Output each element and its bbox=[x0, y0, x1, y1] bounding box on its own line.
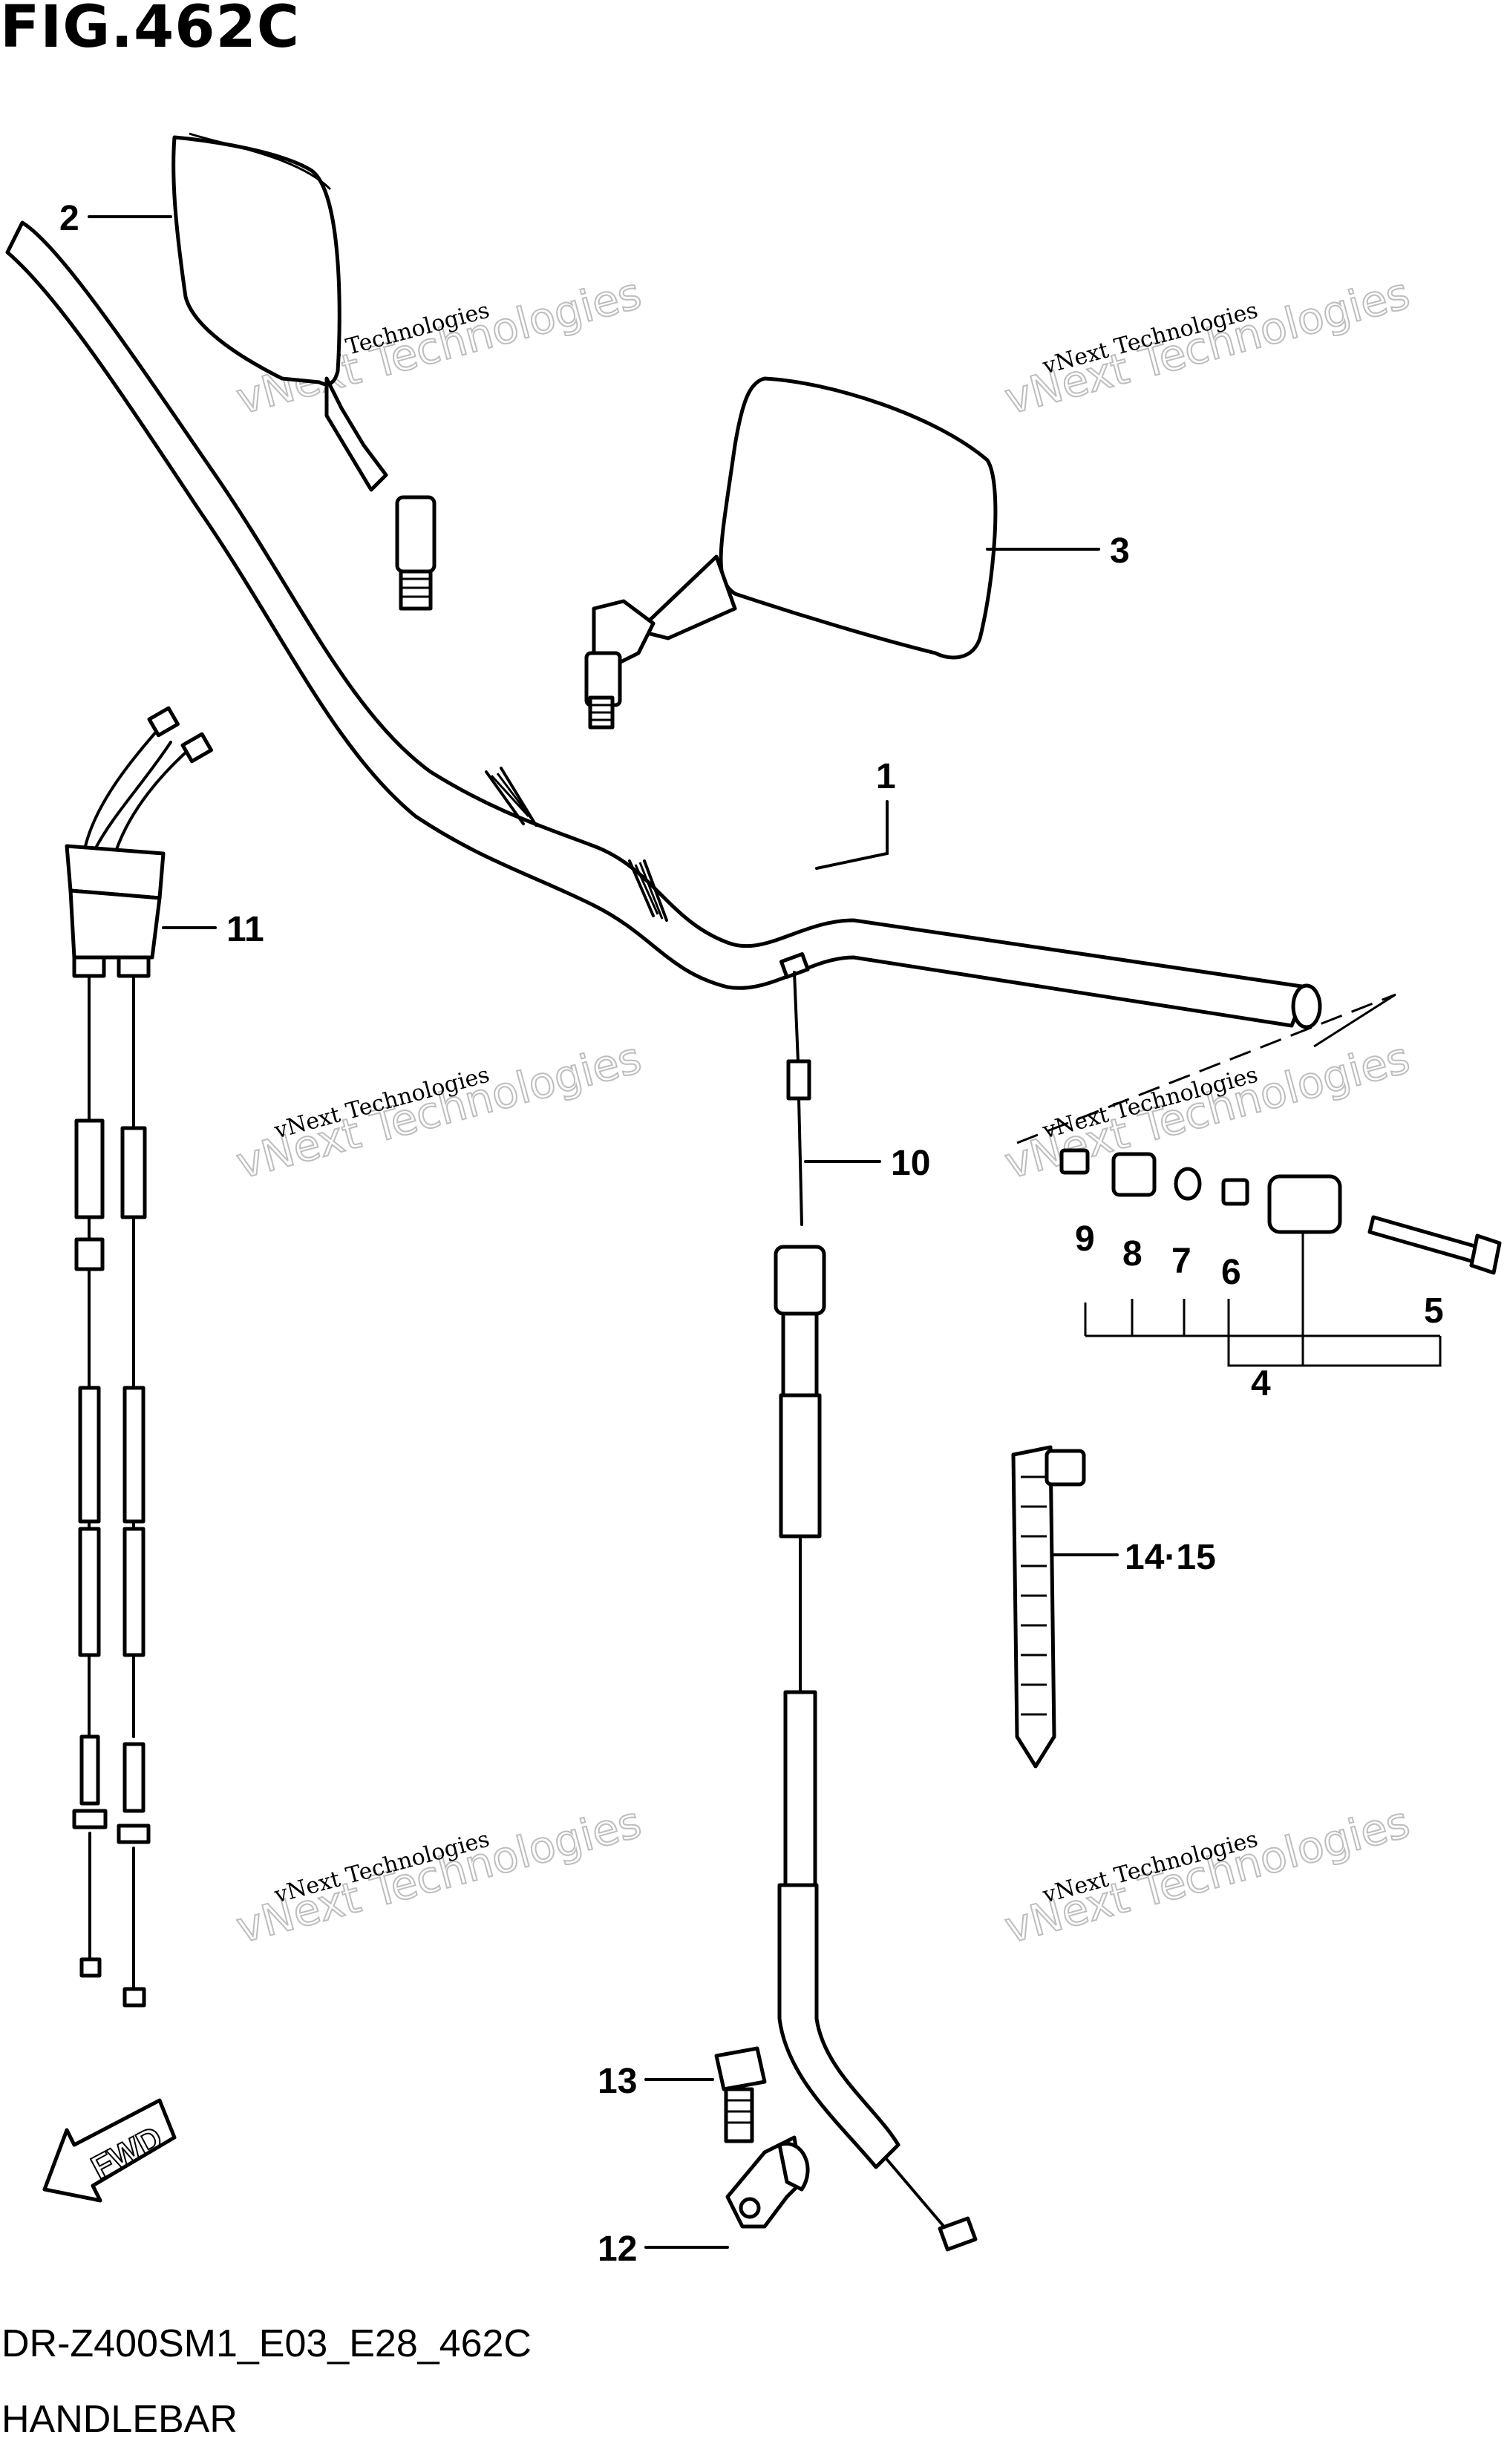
callout-5: 5 bbox=[1424, 1291, 1444, 1331]
watermark: vNext Technologies vNext Technologies bbox=[231, 1032, 647, 1190]
watermark-outline-text: vNext Technologies bbox=[232, 1032, 647, 1189]
cable-tie-part-14-15 bbox=[1011, 1445, 1086, 1769]
collar-part-9 bbox=[1059, 1148, 1090, 1175]
washer-part-7 bbox=[1174, 1167, 1202, 1201]
bolt-part-13 bbox=[714, 2046, 767, 2143]
handlebar-knurl-band bbox=[485, 767, 537, 827]
watermark: vNext Technologies vNext Technologies bbox=[999, 267, 1416, 425]
figure-name: HANDLEBAR bbox=[1, 2398, 238, 2441]
callout-11: 11 bbox=[226, 910, 264, 949]
weight-part-4 bbox=[1267, 1174, 1342, 1234]
callout-1: 1 bbox=[876, 757, 896, 796]
callout-6: 6 bbox=[1221, 1253, 1241, 1292]
bolt-part-5 bbox=[1367, 1215, 1502, 1275]
callout-3: 3 bbox=[1110, 531, 1130, 571]
callout-4: 4 bbox=[1251, 1364, 1271, 1403]
handlebar-part-1 bbox=[5, 220, 1322, 1029]
bar-end-weight-part-4 bbox=[1016, 993, 1502, 1367]
callout-2: 2 bbox=[59, 199, 79, 238]
throttle-cables-part-11 bbox=[65, 706, 213, 2008]
spacer-part-8 bbox=[1111, 1152, 1157, 1197]
watermark-outline-text: vNext Technologies bbox=[1000, 1797, 1415, 1953]
fwd-arrow-icon: FWD bbox=[42, 2098, 177, 2203]
callout-8: 8 bbox=[1122, 1234, 1142, 1274]
leader-lines bbox=[88, 215, 1119, 2249]
cable-guide-part-12 bbox=[725, 2135, 810, 2229]
callout-7: 7 bbox=[1171, 1242, 1191, 1281]
watermark: vNext Technologies vNext Technologies bbox=[231, 1796, 647, 1954]
callout-13: 13 bbox=[598, 2062, 637, 2101]
collar-part-6 bbox=[1221, 1178, 1249, 1206]
callout-10: 10 bbox=[891, 1144, 930, 1183]
mirror-left-part-2 bbox=[171, 132, 437, 611]
handlebar-knurl-band bbox=[628, 859, 668, 922]
mirror-right-part-3 bbox=[584, 376, 998, 730]
figure-title: FIG.462C bbox=[0, 0, 301, 61]
figure-code: DR-Z400SM1_E03_E28_462C bbox=[1, 2322, 532, 2365]
clutch-cable-part-10 bbox=[774, 951, 978, 2252]
callout-9: 9 bbox=[1075, 1219, 1095, 1259]
callout-labels: 2 3 1 10 11 9 8 7 6 5 4 14·15 13 12 bbox=[59, 199, 1444, 2269]
callout-12: 12 bbox=[598, 2229, 637, 2269]
watermark: vNext Technologies vNext Technologies bbox=[999, 1796, 1416, 1954]
watermark-outline-text: vNext Technologies bbox=[1000, 268, 1415, 425]
watermark-outline-text: vNext Technologies bbox=[232, 1797, 647, 1953]
callout-14-15: 14·15 bbox=[1125, 1538, 1216, 1577]
